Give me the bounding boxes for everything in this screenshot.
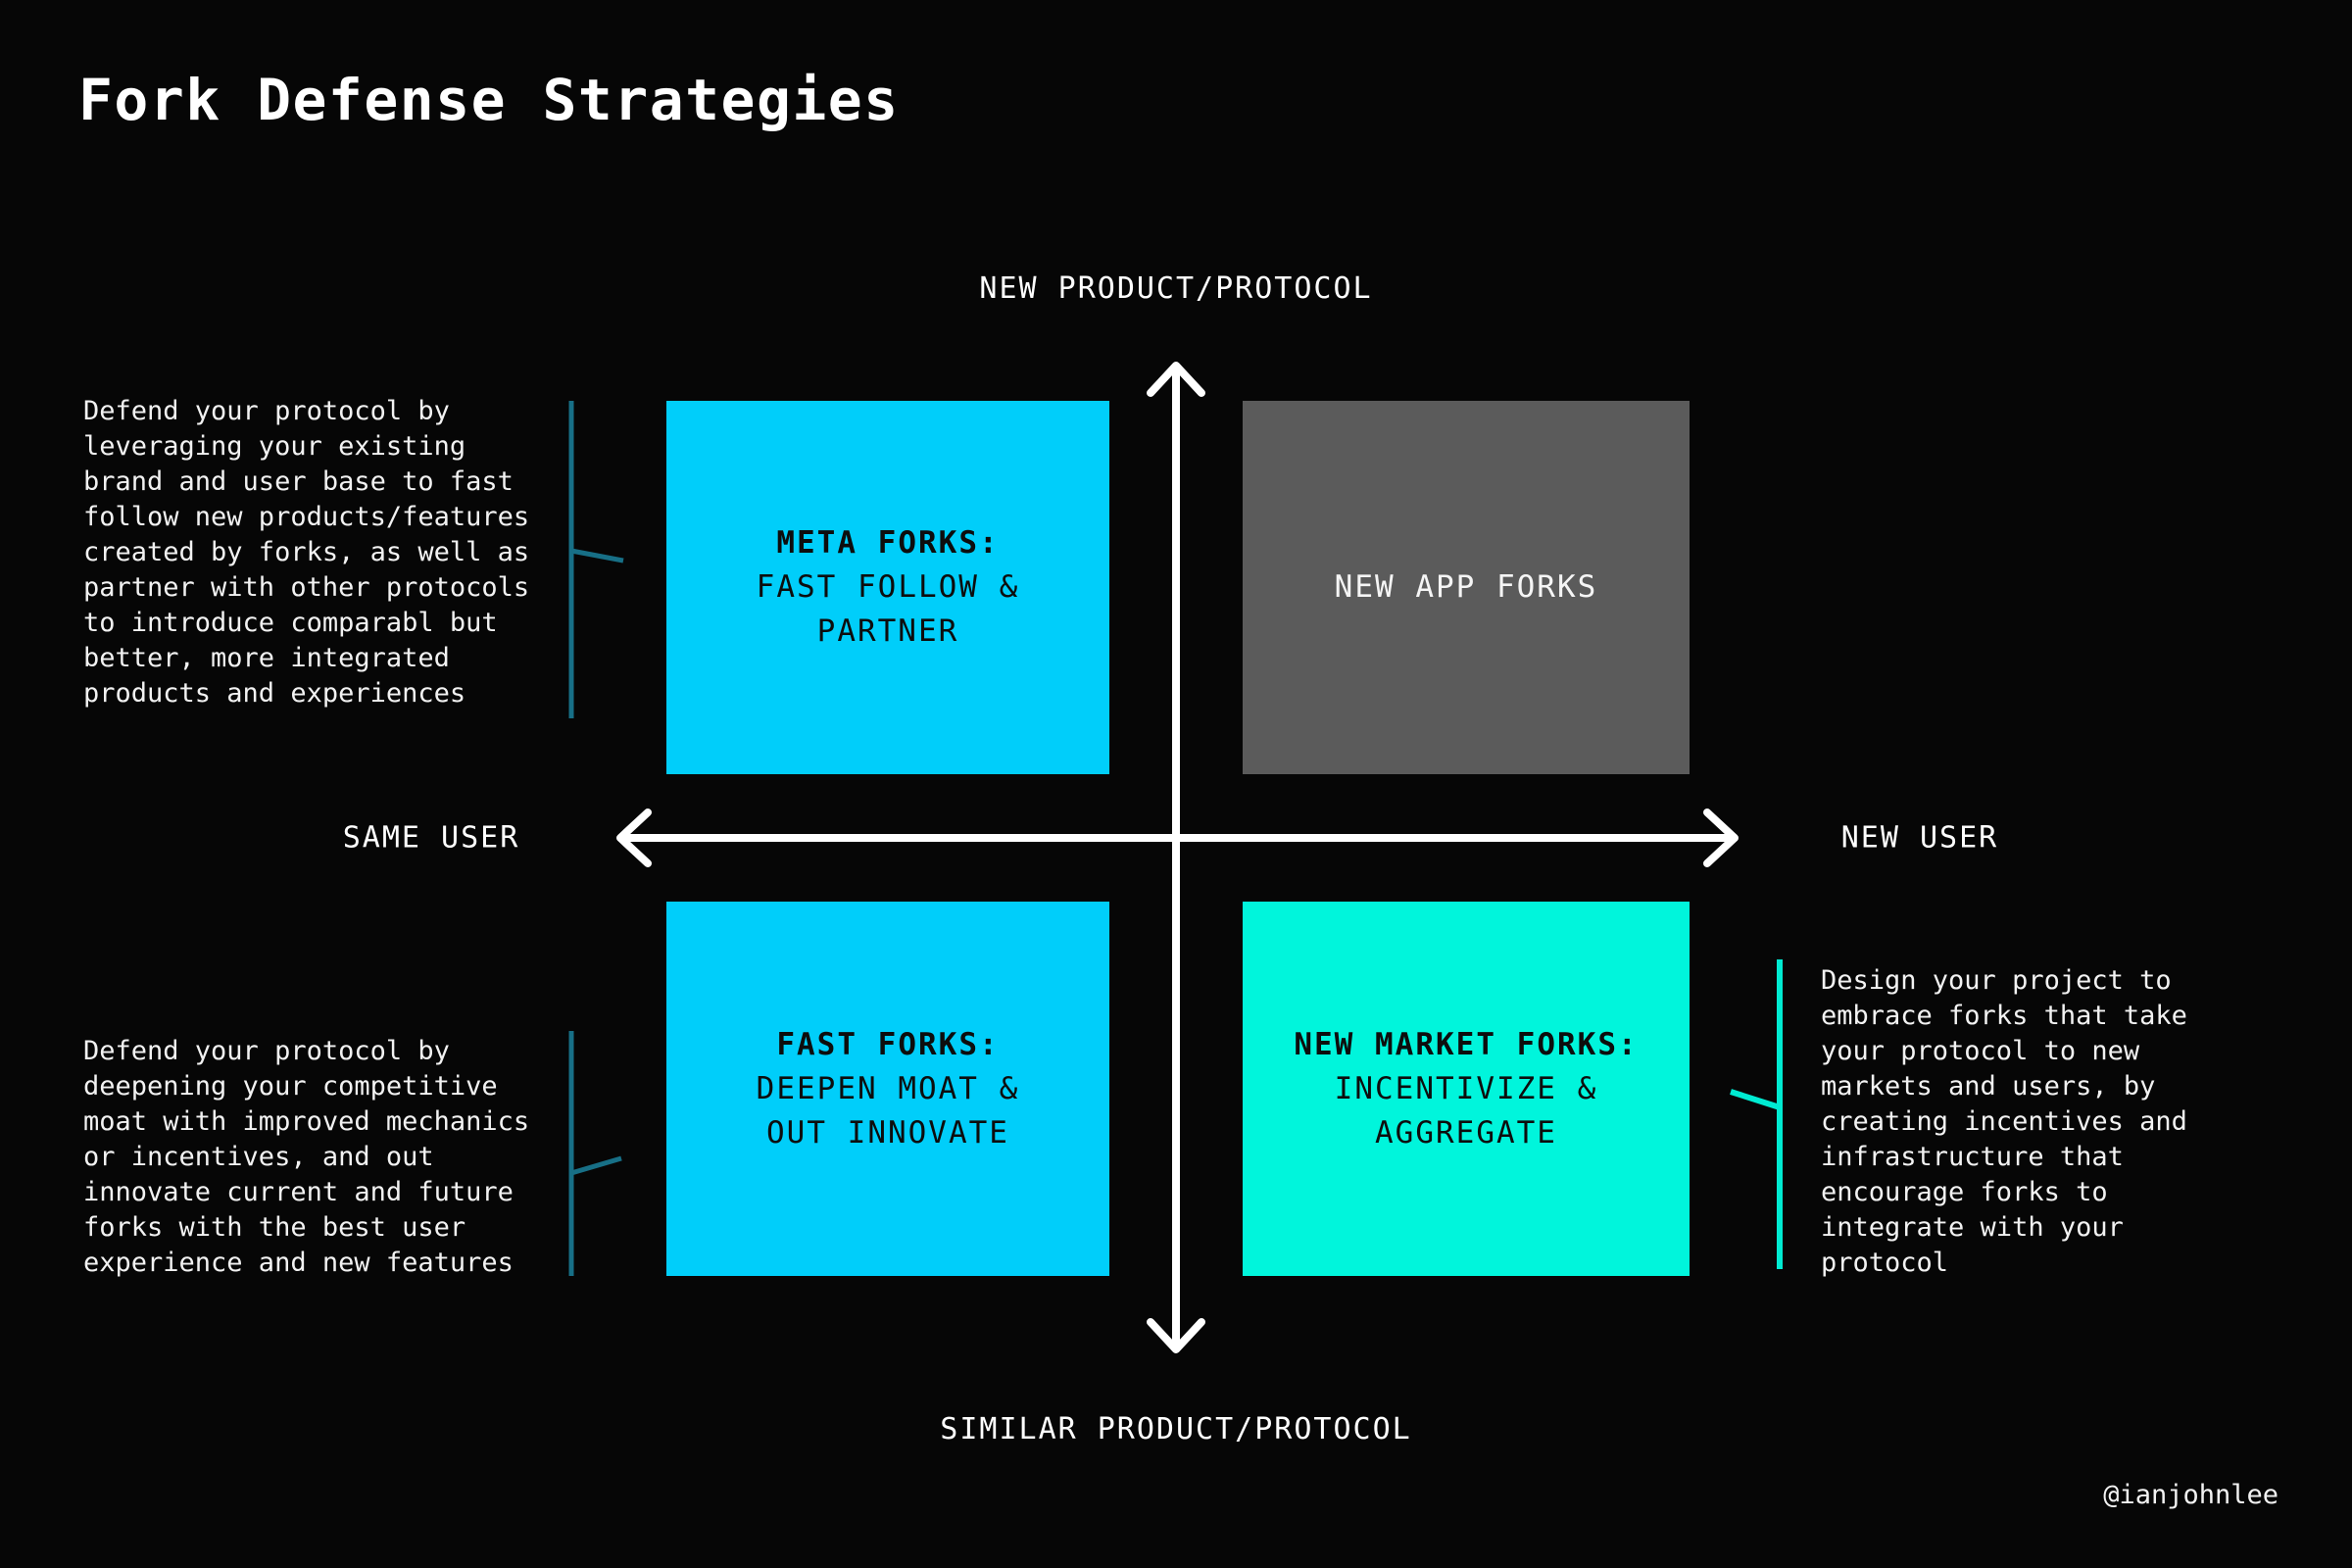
quadrant-new-market-forks-subtitle: INCENTIVIZE & AGGREGATE (1334, 1070, 1598, 1151)
page-title: Fork Defense Strategies (78, 67, 900, 133)
horizontal-axis-arrow (616, 808, 1739, 867)
quadrant-meta-forks-heading: META FORKS: (776, 525, 1000, 561)
vertical-axis-arrow (1147, 362, 1205, 1353)
axis-label-new-product-protocol: NEW PRODUCT/PROTOCOL (979, 271, 1373, 306)
meta-forks-connector-tick (570, 548, 624, 564)
arrow-head-right-icon (1703, 808, 1739, 867)
quadrant-fast-forks-heading: FAST FORKS: (776, 1026, 1000, 1062)
quadrant-new-market-forks: NEW MARKET FORKS: INCENTIVIZE & AGGREGAT… (1243, 902, 1690, 1276)
annotation-fast-forks: Defend your protocol by deepening your c… (83, 1036, 530, 1278)
axis-label-same-user: SAME USER (342, 820, 520, 856)
quadrant-new-market-forks-heading: NEW MARKET FORKS: (1294, 1026, 1639, 1062)
quadrant-new-app-forks: NEW APP FORKS (1243, 401, 1690, 774)
axis-label-similar-product-protocol: SIMILAR PRODUCT/PROTOCOL (940, 1412, 1412, 1446)
quadrant-meta-forks-subtitle: FAST FOLLOW & PARTNER (756, 569, 1020, 649)
quadrant-new-app-forks-heading: NEW APP FORKS (1334, 569, 1598, 605)
arrow-head-down-icon (1147, 1318, 1205, 1353)
quadrant-fast-forks-subtitle: DEEPEN MOAT & OUT INNOVATE (756, 1070, 1020, 1151)
annotation-new-market-forks: Design your project to embrace forks tha… (1821, 965, 2187, 1278)
arrow-head-left-icon (616, 808, 652, 867)
quadrant-meta-forks: META FORKS: FAST FOLLOW & PARTNER (666, 401, 1109, 774)
annotation-meta-forks: Defend your protocol by leveraging your … (83, 396, 530, 709)
quadrant-fast-forks: FAST FORKS: DEEPEN MOAT & OUT INNOVATE (666, 902, 1109, 1276)
fast-forks-connector-line (568, 1031, 622, 1276)
attribution-handle: @ianjohnlee (2103, 1480, 2278, 1510)
new-market-forks-connector-line (1730, 959, 1783, 1269)
arrow-head-up-icon (1147, 362, 1205, 397)
new-market-forks-connector-tick (1730, 1089, 1781, 1110)
fast-forks-connector-tick (570, 1155, 622, 1176)
axis-label-new-user: NEW USER (1840, 820, 1999, 856)
meta-forks-connector-line (568, 401, 624, 718)
